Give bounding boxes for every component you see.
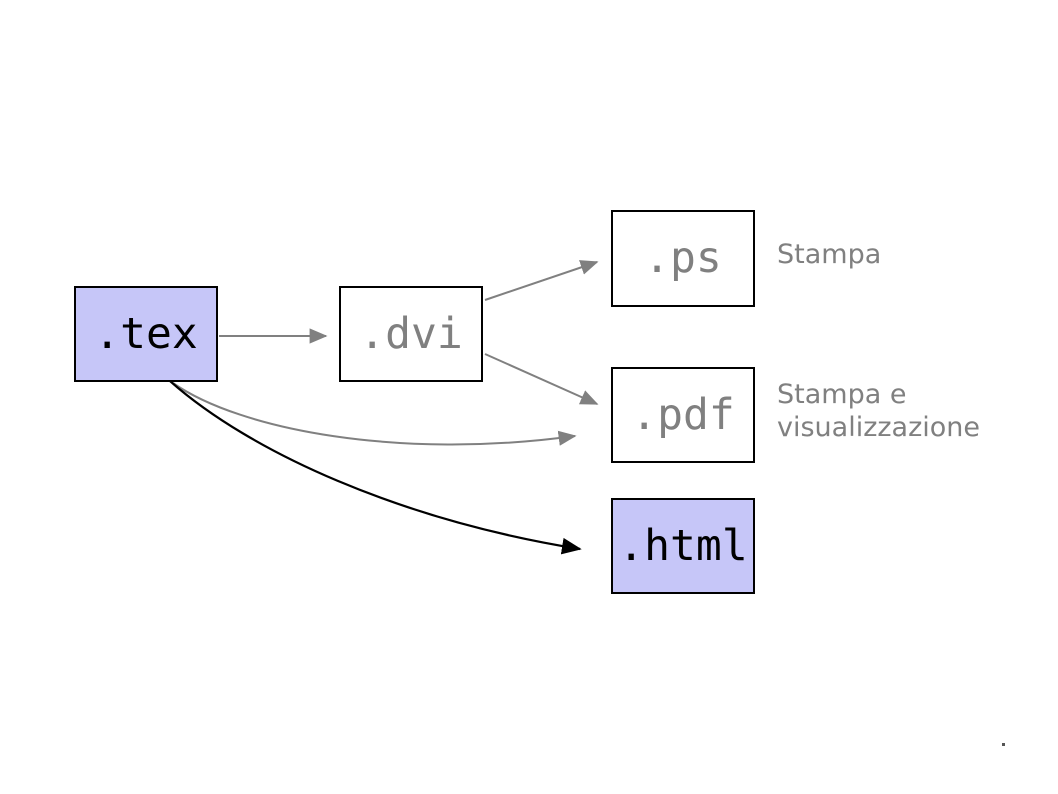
node-dvi-label: .dvi [359,308,463,359]
edge-tex-to-html [169,380,582,555]
corner-marker-dot [1002,743,1005,746]
node-pdf[interactable]: .pdf [611,367,755,463]
node-ps-label: .ps [644,233,722,283]
annotation-stampa: Stampa [777,239,882,270]
node-dvi[interactable]: .dvi [339,286,483,382]
node-ps[interactable]: .ps [611,210,755,307]
node-pdf-label: .pdf [631,389,735,440]
node-tex[interactable]: .tex [74,286,218,382]
node-tex-label: .tex [94,308,198,359]
node-html[interactable]: .html [611,498,755,594]
annotation-stampa-visualizzazione: Stampa e visualizzazione [777,379,981,443]
edge-dvi-to-ps [484,260,599,301]
node-html-label: .html [618,520,748,571]
edge-tex-to-pdf [172,382,577,446]
edge-dvi-to-pdf [484,353,599,405]
